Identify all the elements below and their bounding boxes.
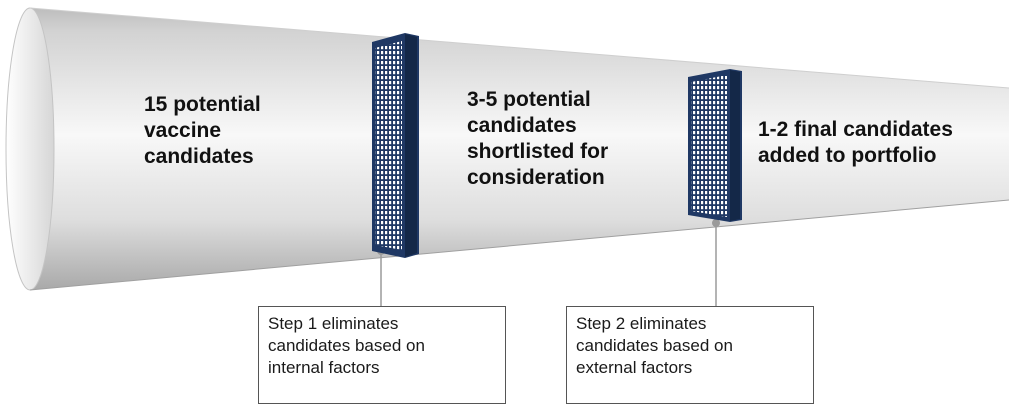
stage-2-label: 3-5 potential candidates shortlisted for… [467, 88, 609, 189]
funnel-body [30, 8, 1009, 290]
step-1-callout: Step 1 eliminates candidates based on in… [258, 306, 506, 404]
stage-1-label: 15 potential vaccine candidates [144, 93, 261, 168]
funnel-bottom-edge [29, 199, 1009, 291]
filter-screen-2 [688, 69, 742, 222]
filter-screen-1 [372, 33, 419, 258]
stage-3-label: 1-2 final candidates added to portfolio [758, 118, 953, 167]
filter2-connector-dot [712, 219, 720, 227]
funnel-top-edge [29, 7, 1009, 89]
step-2-callout: Step 2 eliminates candidates based on ex… [566, 306, 814, 404]
funnel-mouth [5, 7, 55, 291]
